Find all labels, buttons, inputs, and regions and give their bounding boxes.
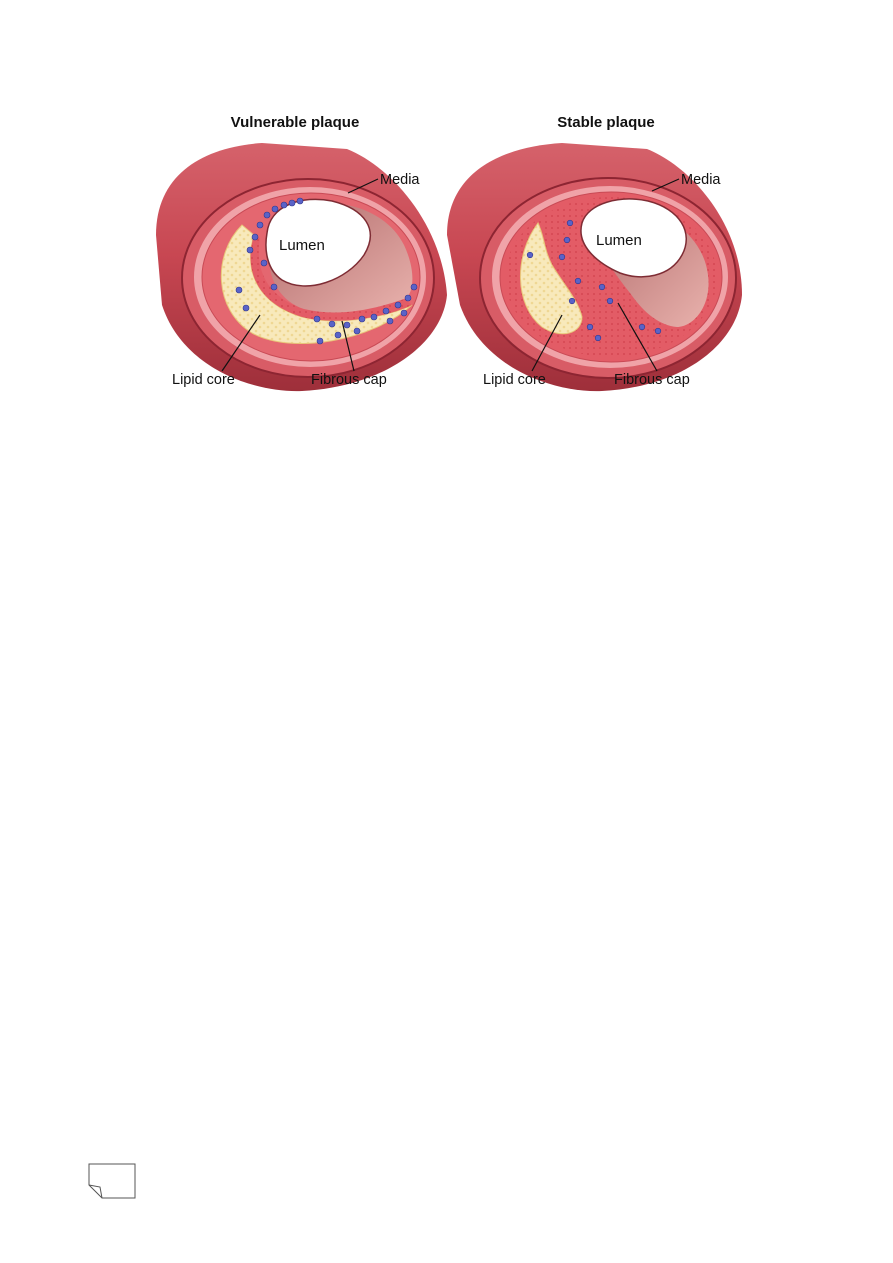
stable-plaque-panel: Stable plaque Media Lumen Lipid core Fib… <box>447 114 742 392</box>
page-corner-icon <box>88 1163 136 1199</box>
leader-lipid-core <box>221 314 261 372</box>
label-lipid-core: Lipid core <box>172 372 235 388</box>
lipid-core <box>520 222 583 335</box>
label-media: Media <box>380 172 420 188</box>
leader-lipid-core <box>531 314 563 372</box>
label-lipid-core: Lipid core <box>483 372 546 388</box>
leader-fibrous-cap <box>341 320 355 372</box>
inflammatory-cells <box>235 197 418 345</box>
label-lumen: Lumen <box>279 237 325 254</box>
label-fibrous-cap: Fibrous cap <box>614 372 690 388</box>
lumen <box>265 198 371 287</box>
vulnerable-plaque-panel: Vulnerable plaque Media <box>156 114 447 392</box>
panel-title-stable: Stable plaque <box>557 114 655 131</box>
panel-title-vulnerable: Vulnerable plaque <box>231 114 360 131</box>
leader-media <box>347 178 379 194</box>
inflammatory-cells <box>526 219 662 342</box>
leader-media <box>651 178 680 192</box>
label-fibrous-cap: Fibrous cap <box>311 372 387 388</box>
label-lumen: Lumen <box>596 232 642 249</box>
label-media: Media <box>681 172 721 188</box>
lumen <box>580 198 687 278</box>
plaque-diagram: Vulnerable plaque Media <box>142 105 747 397</box>
leader-fibrous-cap <box>617 302 658 372</box>
